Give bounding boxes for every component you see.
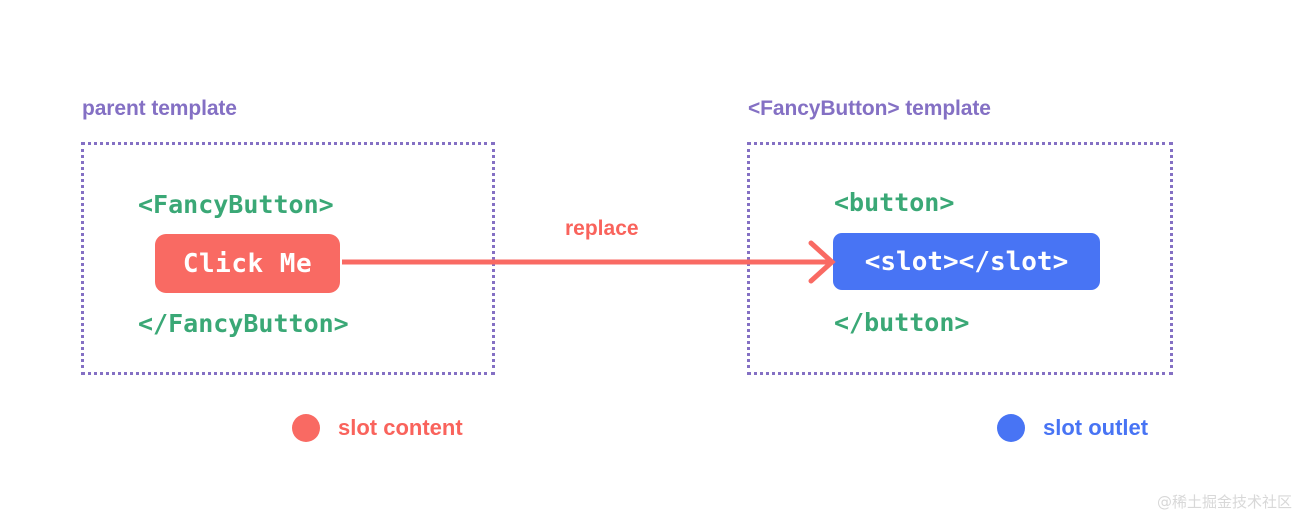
legend-slot-content-label: slot content (338, 415, 463, 440)
watermark: @稀土掘金技术社区 (1156, 493, 1292, 511)
slot-outlet-dot-icon (997, 414, 1025, 442)
slot-content-dot-icon (292, 414, 320, 442)
fancybutton-template-caption: <FancyButton> template (748, 97, 991, 120)
legend-slot-content: slot content (292, 414, 463, 442)
parent-template-caption: parent template (82, 97, 237, 120)
legend-slot-outlet-label: slot outlet (1043, 415, 1149, 440)
slot-outlet-box: <slot></slot> (833, 233, 1100, 290)
replace-arrow-label: replace (565, 217, 639, 240)
legend-slot-outlet: slot outlet (997, 414, 1148, 442)
fancybutton-template-panel (747, 142, 1173, 375)
code-open-button-tag: <button> (834, 188, 955, 217)
code-open-fancybutton-tag: <FancyButton> (138, 190, 334, 219)
code-close-button-tag: </button> (834, 308, 970, 337)
code-close-fancybutton-tag: </FancyButton> (138, 309, 349, 338)
parent-template-panel (81, 142, 495, 375)
slot-content-click-me-button[interactable]: Click Me (155, 234, 340, 293)
